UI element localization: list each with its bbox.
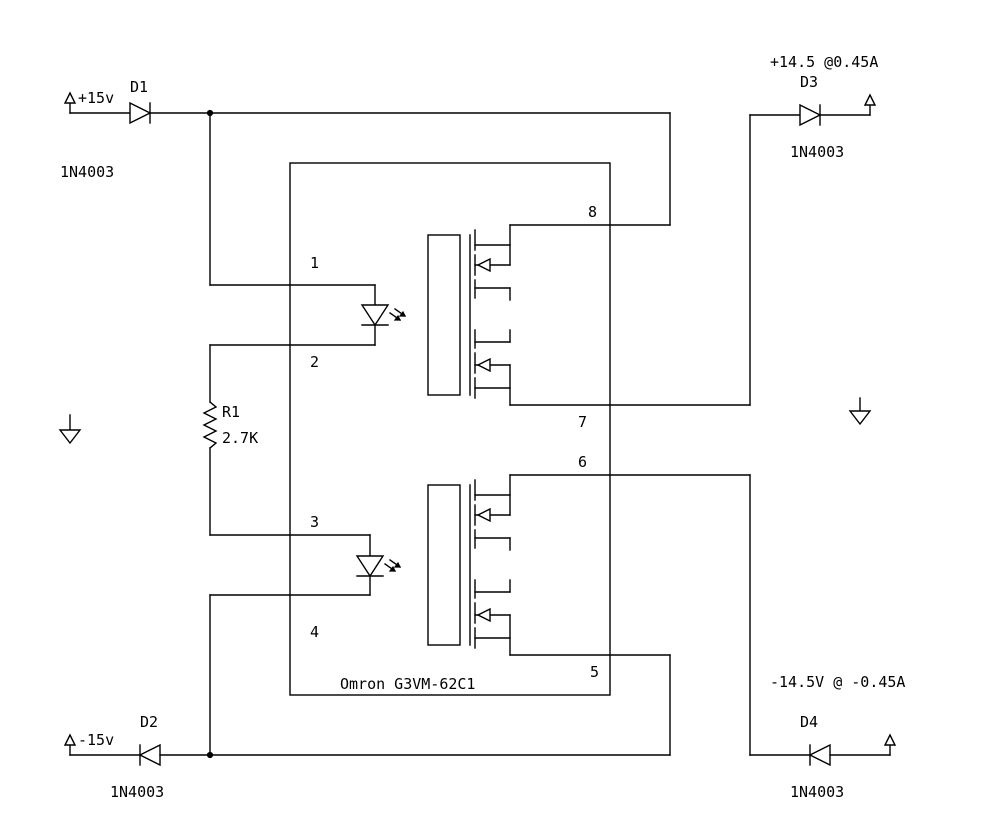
- relay-part-label: Omron G3VM-62C1: [340, 675, 475, 693]
- d4-ref-label: D4: [800, 713, 818, 731]
- neg-supply-output: [829, 733, 897, 756]
- d2-part-label: 1N4003: [110, 783, 164, 801]
- led-1: [360, 284, 406, 346]
- diode-d4: [808, 743, 831, 767]
- pos-supply-output: [819, 93, 877, 116]
- pin-6-label: 6: [578, 453, 587, 471]
- neg-supply-input: [63, 733, 141, 756]
- diode-d2: [138, 743, 161, 767]
- pin-2-label: 2: [310, 353, 319, 371]
- pos-supply-label: +15v: [78, 89, 114, 107]
- pin-7-label: 7: [578, 413, 587, 431]
- pin-1-label: 1: [310, 254, 319, 272]
- led-2: [355, 534, 401, 596]
- d1-part-label: 1N4003: [60, 163, 114, 181]
- d3-part-label: 1N4003: [790, 143, 844, 161]
- r1-value-label: 2.7K: [222, 429, 258, 447]
- neg-output-label: -14.5V @ -0.45A: [770, 673, 905, 691]
- pin-4-label: 4: [310, 623, 319, 641]
- diode-d3: [799, 103, 822, 127]
- pin-5-label: 5: [590, 663, 599, 681]
- diode-d1: [129, 101, 152, 125]
- junction-bottom: [206, 751, 214, 759]
- resistor-r1: [202, 401, 218, 449]
- ground-symbol-left: [58, 414, 82, 445]
- neg-supply-label: -15v: [78, 731, 114, 749]
- ground-symbol-right: [848, 397, 872, 426]
- relay-package-outline: [289, 162, 611, 696]
- r1-ref-label: R1: [222, 403, 240, 421]
- d2-ref-label: D2: [140, 713, 158, 731]
- pos-output-label: +14.5 @0.45A: [770, 53, 878, 71]
- pos-supply-input: [63, 91, 131, 114]
- mosfet-pair-upper: [427, 224, 511, 406]
- pin-8-label: 8: [588, 203, 597, 221]
- mosfet-pair-lower: [427, 474, 511, 656]
- pin-3-label: 3: [310, 513, 319, 531]
- d3-ref-label: D3: [800, 73, 818, 91]
- d1-ref-label: D1: [130, 78, 148, 96]
- d4-part-label: 1N4003: [790, 783, 844, 801]
